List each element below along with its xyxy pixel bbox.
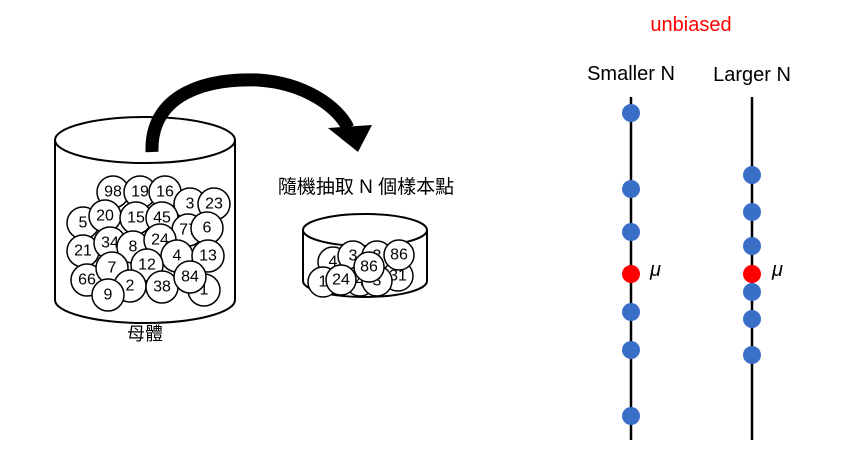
mu-label-larger: μ [771,259,783,281]
svg-text:9: 9 [104,287,113,304]
estimate-point [743,237,761,255]
svg-text:98: 98 [104,184,122,201]
mu-label-smaller: μ [649,259,661,281]
svg-text:34: 34 [101,235,119,252]
svg-text:21: 21 [74,243,92,260]
svg-text:4: 4 [356,273,365,290]
svg-text:2: 2 [126,278,135,295]
svg-text:3: 3 [349,248,358,265]
svg-text:3: 3 [186,196,195,213]
svg-text:6: 6 [203,220,212,237]
estimate-point [743,166,761,184]
mean-point-larger [743,265,761,283]
estimate-point [622,180,640,198]
ball: 21 [66,234,100,268]
estimate-point [743,310,761,328]
sampling-arrow [145,73,372,153]
estimate-point [743,346,761,364]
ball: 20 [88,199,122,233]
ball: 6 [190,211,224,245]
ball: 16 [148,175,182,209]
svg-text:7: 7 [108,260,117,277]
svg-text:19: 19 [131,184,149,201]
svg-text:20: 20 [96,208,114,225]
estimate-point [622,303,640,321]
svg-text:86: 86 [360,259,378,276]
estimate-point [743,203,761,221]
estimate-point [622,104,640,122]
svg-text:5: 5 [79,215,88,232]
svg-text:23: 23 [205,196,223,213]
svg-text:8: 8 [129,239,138,256]
svg-text:1: 1 [200,282,209,299]
smaller-n-estimates [622,104,640,425]
svg-text:4: 4 [173,248,182,265]
svg-text:16: 16 [156,184,174,201]
estimate-point [743,283,761,301]
sampling-label: 隨機抽取 N 個樣本點 [278,176,454,198]
svg-text:12: 12 [138,257,156,274]
estimate-point [622,407,640,425]
unbiased-title: unbiased [650,14,731,36]
ball: 24 [325,264,357,296]
estimate-point [622,341,640,359]
svg-text:4: 4 [329,254,338,271]
svg-text:3: 3 [373,273,382,290]
svg-text:15: 15 [127,210,145,227]
svg-text:24: 24 [151,232,169,249]
larger-n-label: Larger N [713,64,791,86]
smaller-n-label: Smaller N [587,63,675,85]
population-label: 母體 [127,324,163,344]
svg-text:38: 38 [153,279,171,296]
ball: 84 [173,260,207,294]
ball: 86 [353,251,385,283]
svg-text:24: 24 [332,272,350,289]
svg-text:31: 31 [389,268,407,285]
larger-n-estimates [743,166,761,364]
ball: 38 [145,270,179,304]
mean-point-smaller [622,265,640,283]
sample-balls: 4 3 3 31 1 4 3 24 86 86 [307,239,415,298]
svg-text:66: 66 [78,272,96,289]
svg-text:84: 84 [181,269,199,286]
svg-text:86: 86 [390,247,408,264]
estimate-point [622,223,640,241]
ball: 86 [383,239,415,271]
population-balls: 98 19 16 3 23 5 20 15 45 77 6 21 34 8 24… [66,175,231,312]
ball: 9 [91,278,125,312]
svg-text:45: 45 [153,210,171,227]
svg-text:13: 13 [199,248,217,265]
svg-text:1: 1 [319,274,328,291]
